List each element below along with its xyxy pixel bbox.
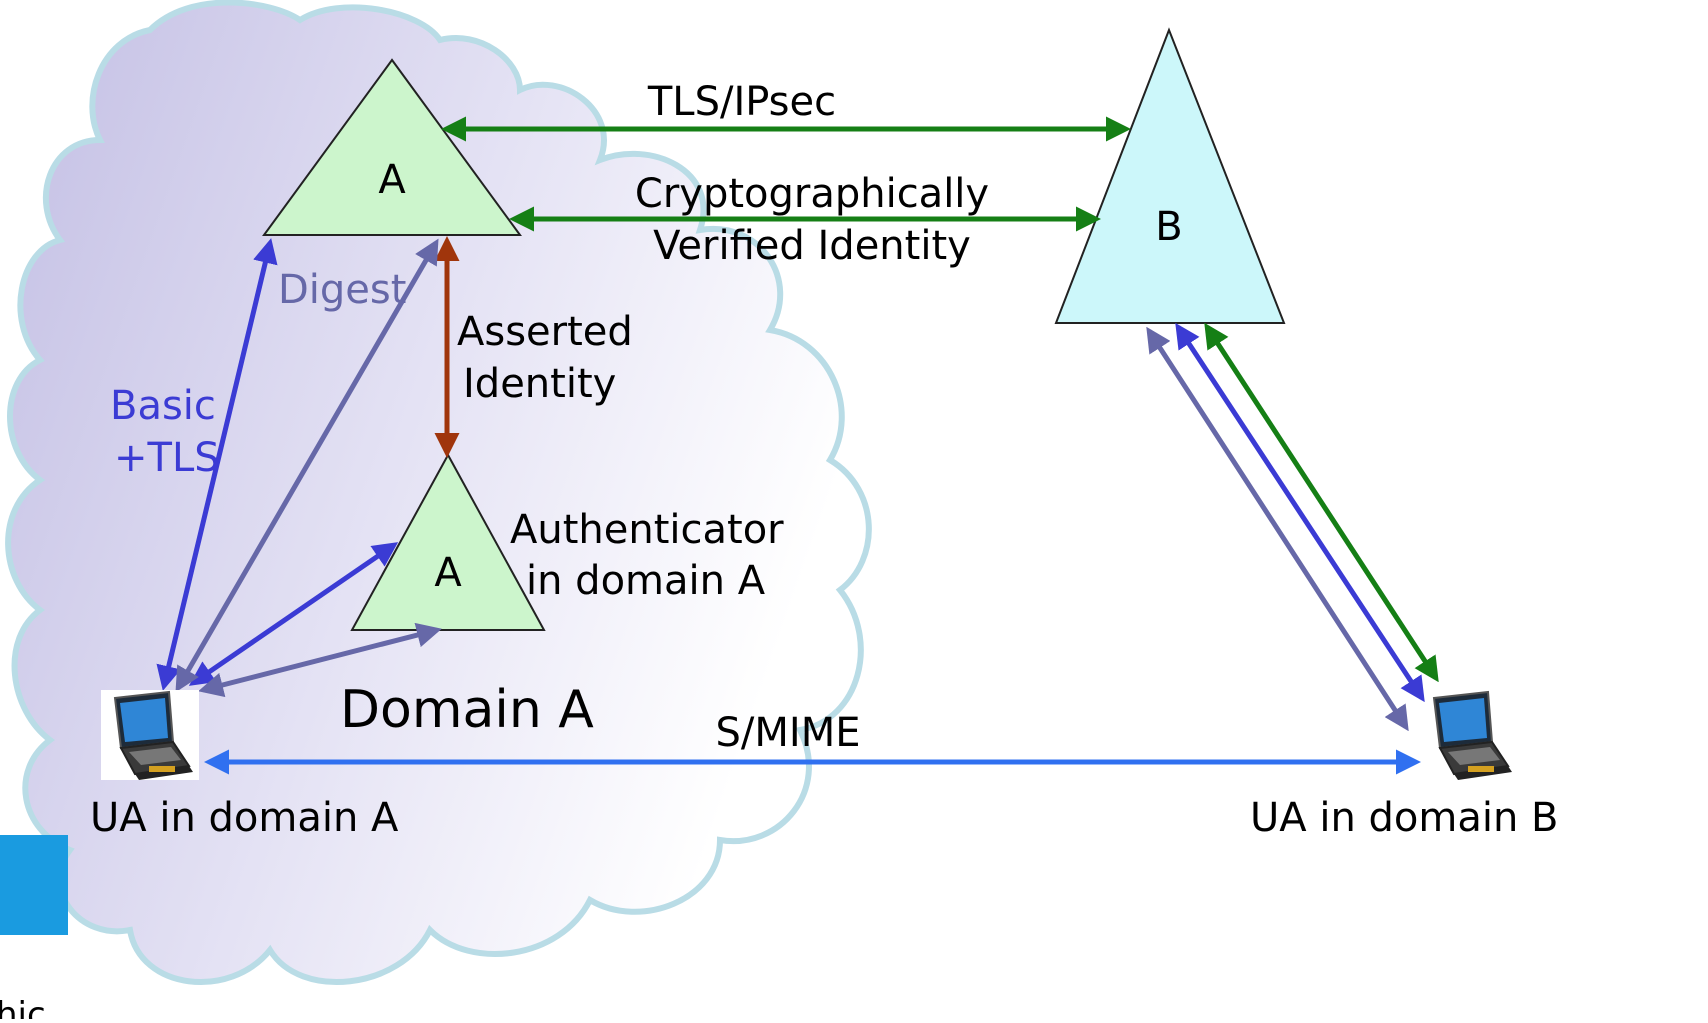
authenticator-a-label: A <box>434 550 462 596</box>
corner-square <box>0 835 68 935</box>
authenticator-label-line1: Authenticator <box>510 507 784 553</box>
authenticator-label-line2: in domain A <box>526 558 766 604</box>
basic-label-line1: Basic <box>110 383 216 429</box>
proxy-b-label: B <box>1155 204 1182 250</box>
crypto-label-line2: Verified Identity <box>653 223 971 269</box>
proxy-a-label: A <box>378 157 406 203</box>
ua-a-label: UA in domain A <box>90 795 399 841</box>
proxy-b-triangle <box>1054 27 1286 324</box>
proxy-a-triangle <box>262 58 522 236</box>
tls-ipsec-label: TLS/IPsec <box>647 79 836 125</box>
basic-label-line2: +TLS <box>114 435 220 481</box>
proxy-b-to-ua-b-slate-arrow <box>1146 326 1409 732</box>
asserted-label-line1: Asserted <box>457 309 633 355</box>
proxy-b-to-ua-b-blue-arrow <box>1175 322 1425 703</box>
digest-arrow <box>175 238 439 693</box>
crypto-label-line1: Cryptographically <box>635 171 989 217</box>
smime-label: S/MIME <box>716 710 861 756</box>
asserted-label-line2: Identity <box>463 361 616 407</box>
ua-b-label: UA in domain B <box>1250 795 1559 841</box>
domain-a-label: Domain A <box>340 680 594 740</box>
ua-a-to-authenticator-slate-arrow <box>198 622 442 698</box>
digest-label: Digest <box>278 267 406 313</box>
laptop-icon <box>101 690 199 780</box>
laptop-icon <box>1432 690 1512 780</box>
corner-fragment-text: hic <box>0 995 46 1019</box>
proxy-b-to-ua-b-green-arrow <box>1204 322 1439 683</box>
